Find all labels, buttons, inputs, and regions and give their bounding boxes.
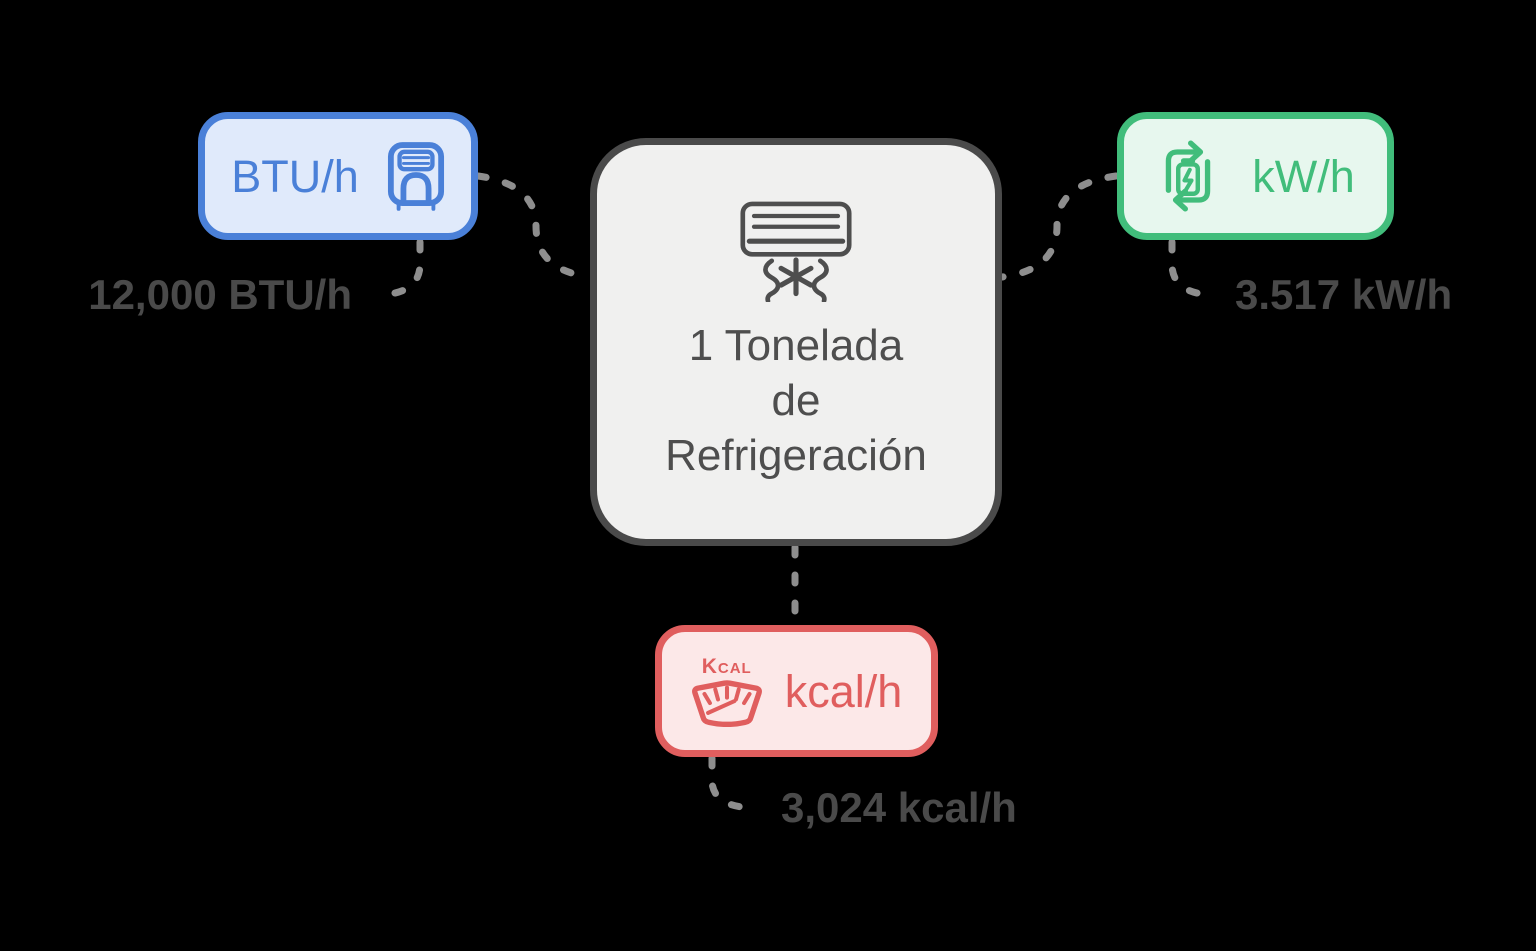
- kcal-gauge-dial-icon: [691, 679, 762, 727]
- kcal-gauge-icon: Kcal: [691, 656, 763, 727]
- center-node-refrigeration-ton: 1 Tonelada de Refrigeración: [590, 138, 1002, 546]
- connector-kw-to-center: [998, 172, 1120, 281]
- kcal-icon-word: Kcal: [701, 654, 752, 678]
- node-kw: kW/h: [1117, 112, 1394, 240]
- node-kcal: Kcal kcal/h: [655, 625, 938, 757]
- kw-value-label: 3.517 kW/h: [1235, 271, 1453, 318]
- connector-btu-to-value: [374, 238, 424, 299]
- connector-kcal-to-value: [708, 754, 758, 812]
- btu-value-label: 12,000 BTU/h: [88, 271, 352, 318]
- node-btu: BTU/h: [198, 112, 478, 240]
- center-title-line-1: 1 Tonelada: [688, 321, 904, 370]
- kw-node-label: kW/h: [1252, 150, 1355, 202]
- air-conditioner-icon: [740, 201, 852, 302]
- kcal-value-label: 3,024 kcal/h: [781, 784, 1017, 831]
- center-node-title: 1 Tonelada de Refrigeración: [665, 318, 927, 483]
- center-title-line-3: Refrigeración: [665, 431, 927, 480]
- center-title-line-2: de: [771, 376, 821, 425]
- kcal-node-label: kcal/h: [784, 665, 903, 717]
- battery-recycle-icon: [1166, 140, 1211, 212]
- btu-node-label: BTU/h: [231, 150, 359, 202]
- portable-ac-icon: [387, 142, 444, 211]
- connector-kw-to-value: [1168, 238, 1218, 299]
- connector-btu-to-center: [474, 172, 594, 281]
